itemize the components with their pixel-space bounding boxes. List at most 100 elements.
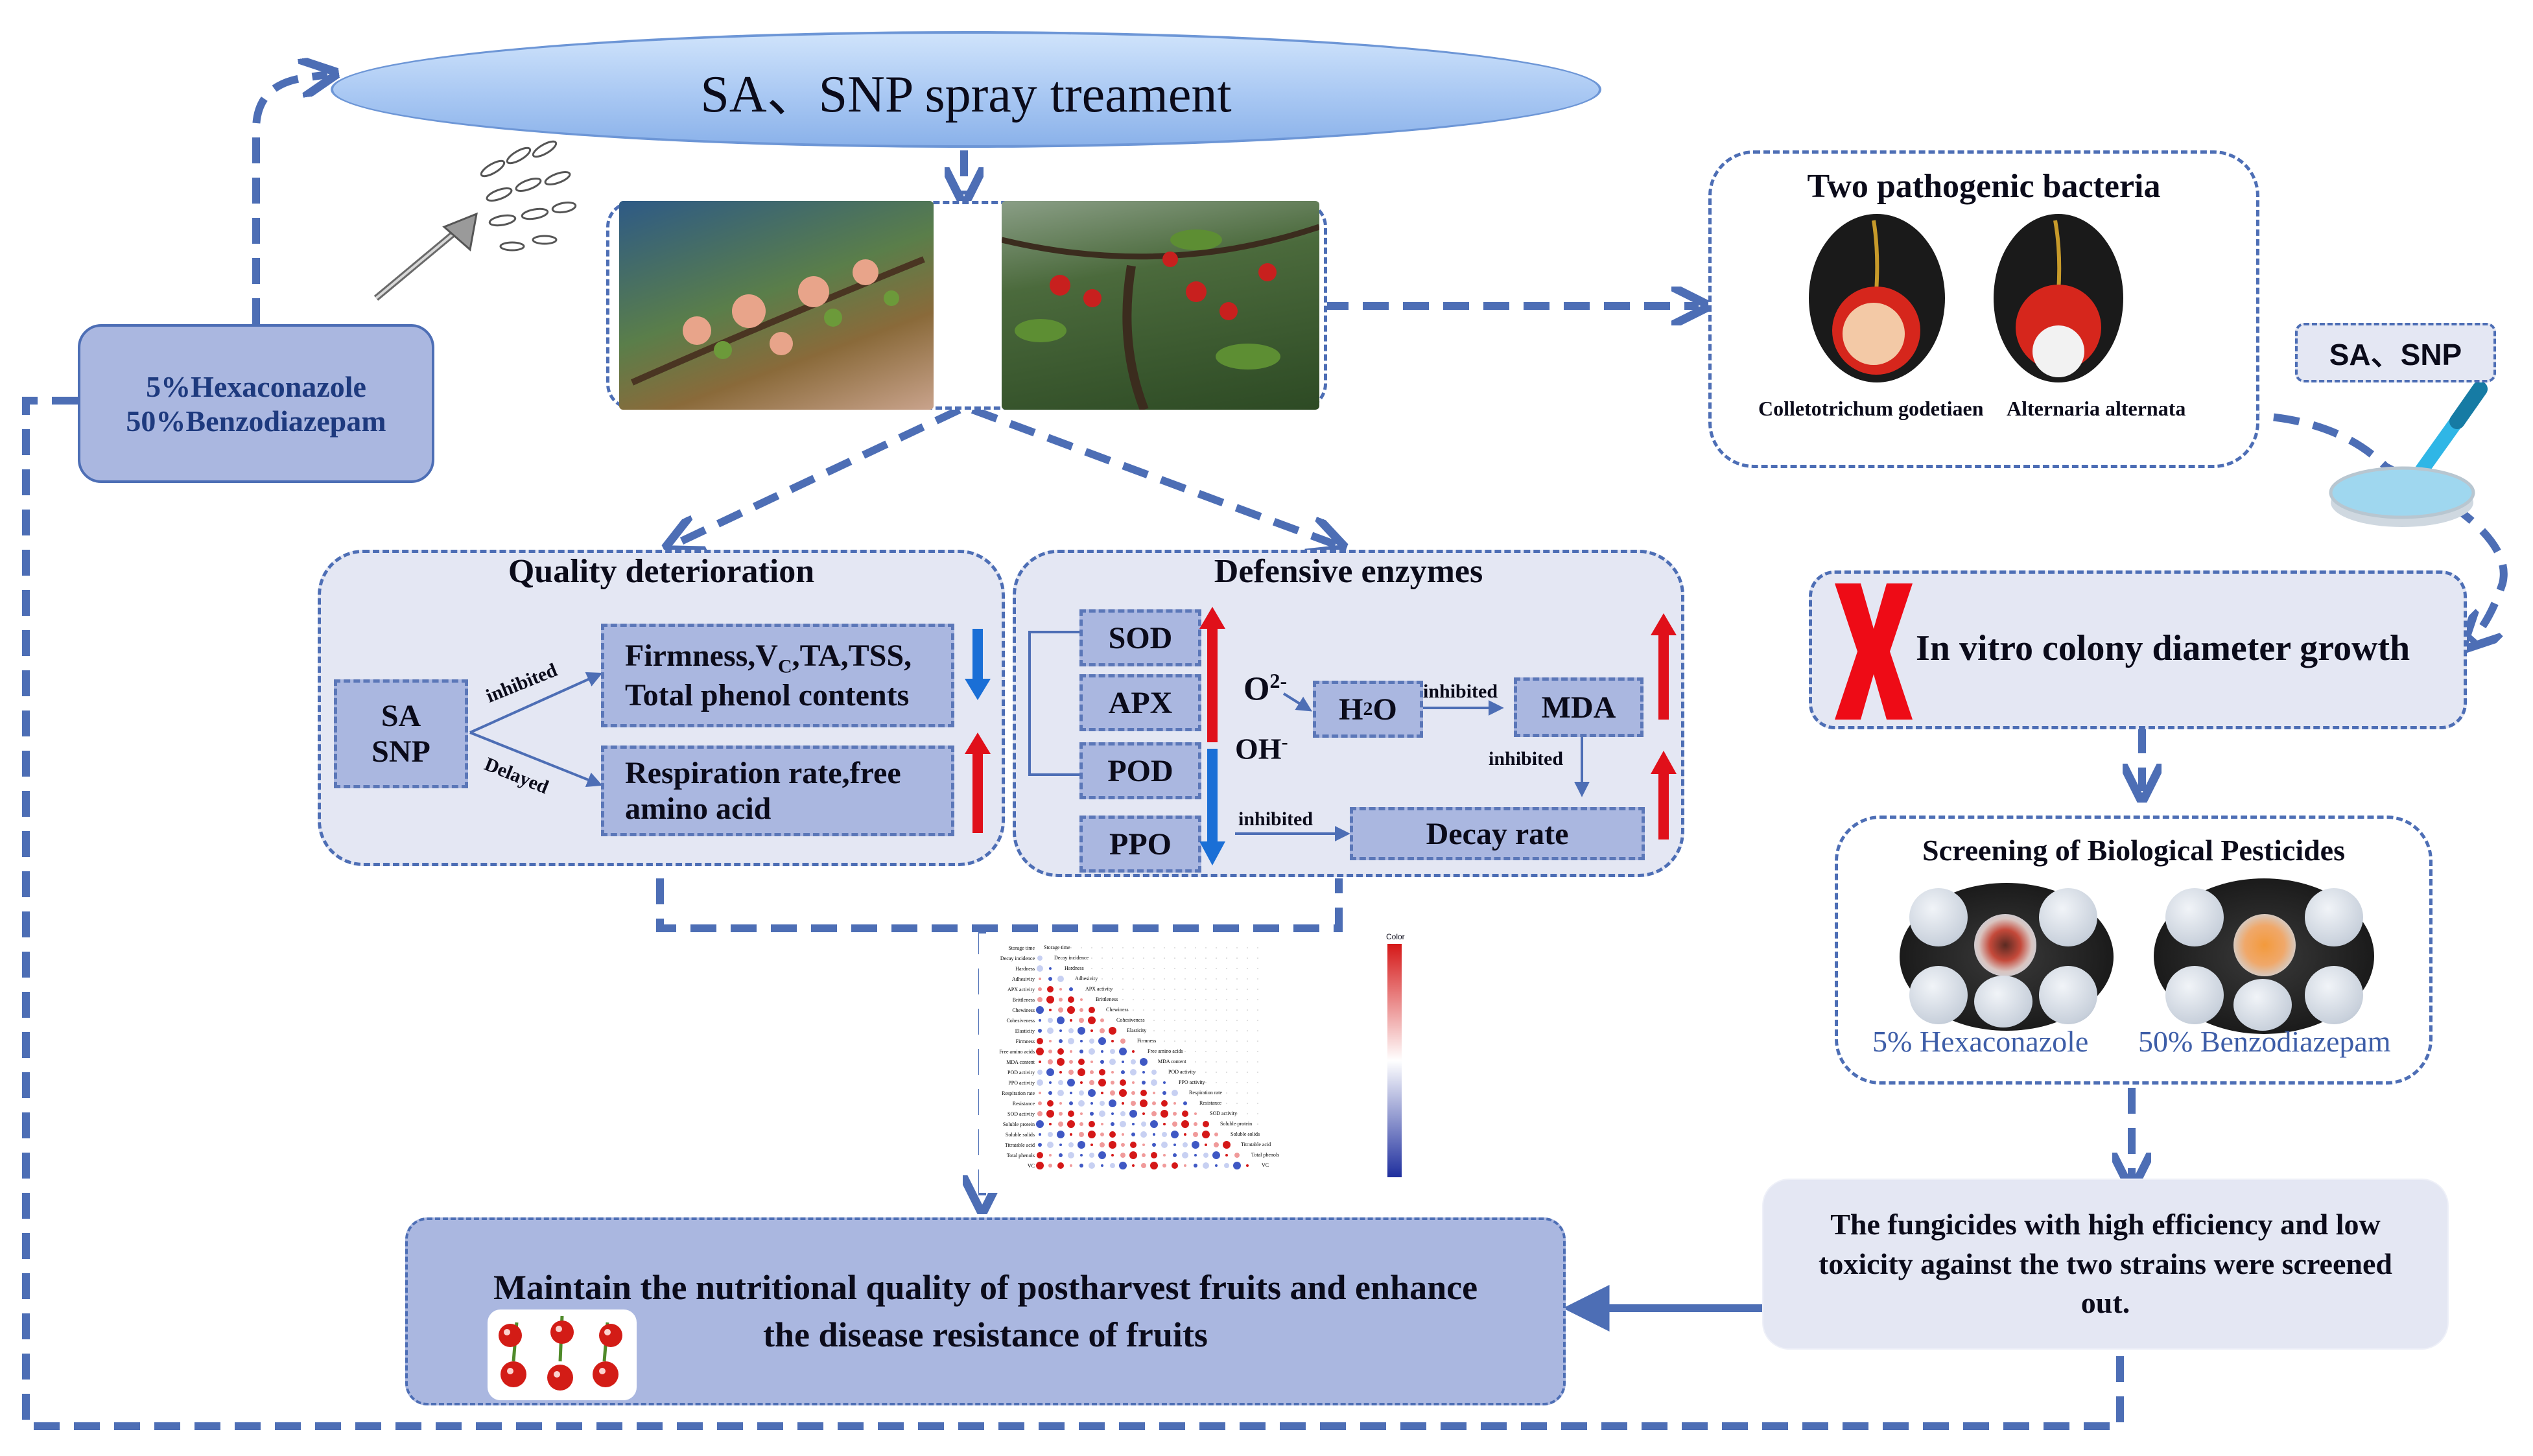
heatmap-dot: [1059, 1144, 1062, 1146]
heatmap-dot: [1151, 1070, 1157, 1075]
heatmap-grid-dot: [1081, 957, 1082, 959]
oh-sup: -: [1281, 731, 1288, 753]
heatmap-dot: [1099, 1069, 1105, 1075]
heatmap-dot: [1037, 1111, 1043, 1116]
heatmap-grid-dot: [1143, 989, 1144, 990]
heatmap-dot: [1173, 1144, 1176, 1146]
heatmap-grid-dot: [1153, 1009, 1155, 1011]
up-arrow-icon: [1651, 613, 1677, 720]
enzyme-apx: APX: [1079, 674, 1201, 731]
heatmap-grid-dot: [1195, 1009, 1196, 1011]
heatmap-dot: [1057, 1016, 1065, 1024]
heatmap-dot: [1070, 1092, 1072, 1094]
heatmap-dot: [1233, 1162, 1241, 1169]
heatmap-grid-dot: [1133, 1020, 1134, 1021]
benzodiazepam-plate: [2165, 888, 2224, 946]
benzodiazepam-plate: [2165, 966, 2224, 1024]
firmness-text-b: ,TA,TSS,: [792, 638, 912, 673]
heatmap-dot: [1046, 996, 1054, 1004]
heatmap-diagonal-label: Firmness: [1137, 1038, 1156, 1044]
quality-trend-arrows: [965, 629, 991, 833]
up-arrow-icon: [1199, 607, 1225, 742]
heatmap-row-label: MDA content: [1006, 1059, 1035, 1065]
heatmap-grid-dot: [1174, 1009, 1175, 1011]
firmness-line2: Total phenol contents: [625, 678, 910, 713]
heatmap-grid-dot: [1257, 1020, 1258, 1021]
oh-text: OH: [1235, 732, 1282, 766]
heatmap-grid-dot: [1257, 1030, 1258, 1031]
heatmap-grid-dot: [1247, 1009, 1248, 1011]
heatmap-dot: [1122, 1133, 1124, 1136]
heatmap-dot: [1110, 1163, 1115, 1168]
heatmap-grid-dot: [1143, 1020, 1144, 1021]
heatmap-grid-dot: [1153, 1051, 1155, 1052]
heatmap-grid-dot: [1070, 947, 1072, 948]
heatmap-grid-dot: [1257, 1113, 1258, 1114]
heatmap-grid-dot: [1226, 1061, 1227, 1063]
heatmap-dot: [1059, 998, 1063, 1002]
heatmap-dot: [1150, 1162, 1158, 1169]
cherry-tree-photo: [1002, 201, 1319, 410]
heatmap-grid-dot: [1195, 1030, 1196, 1031]
heatmap-grid-dot: [1247, 957, 1248, 959]
heatmap-dot: [1038, 1143, 1042, 1147]
heatmap-dot: [1140, 1058, 1148, 1066]
heatmap-grid-dot: [1226, 1113, 1227, 1114]
heatmap-dot: [1131, 1101, 1136, 1106]
decay-rate-box: Decay rate: [1350, 807, 1645, 860]
sa-snp-tag: SA、SNP: [2295, 323, 2496, 382]
heatmap-dot: [1049, 1040, 1052, 1042]
heatmap-grid-dot: [1226, 978, 1227, 980]
heatmap-grid-dot: [1174, 1072, 1175, 1073]
heatmap-grid-dot: [1257, 1092, 1258, 1094]
heatmap-grid-dot: [1226, 1103, 1227, 1104]
heatmap-grid-dot: [1247, 1020, 1248, 1021]
heatmap-dot: [1048, 1050, 1052, 1053]
heatmap-dot: [1111, 1122, 1114, 1126]
heatmap-grid-dot: [1195, 999, 1196, 1000]
heatmap-dot: [1100, 1101, 1105, 1106]
heatmap-dot: [1130, 1069, 1137, 1075]
o2-text: O: [1243, 670, 1270, 708]
heatmap-grid-dot: [1081, 978, 1082, 980]
colletotrichum-label: Colletotrichum godetiaen: [1758, 397, 1984, 420]
heatmap-grid-dot: [1184, 1009, 1186, 1011]
heatmap-diagonal-label: Cohesiveness: [1116, 1017, 1145, 1023]
heatmap-row-label: Hardness: [1015, 966, 1035, 972]
heatmap-dot: [1120, 1111, 1125, 1116]
heatmap-grid-dot: [1257, 1155, 1258, 1156]
heatmap-grid-dot: [1184, 1061, 1186, 1063]
heatmap-grid-dot: [1153, 989, 1155, 990]
heatmap-dot: [1163, 1123, 1166, 1125]
heatmap-grid-dot: [1216, 1092, 1217, 1094]
fungicide-result-text: The fungicides with high efficiency and …: [1819, 1207, 2392, 1320]
heatmap-diagonal-label: Titratable acid: [1241, 1142, 1271, 1147]
heatmap-dot: [1078, 1100, 1085, 1107]
heatmap-grid-dot: [1247, 1103, 1248, 1104]
heatmap-dot: [1120, 1079, 1126, 1086]
heatmap-grid-dot: [1143, 1009, 1144, 1011]
heatmap-dot: [1101, 1164, 1103, 1167]
heatmap-grid-dot: [1236, 957, 1238, 959]
heatmap-grid-dot: [1226, 1123, 1227, 1125]
heatmap-dot: [1090, 1061, 1093, 1063]
heatmap-grid-dot: [1153, 1040, 1155, 1042]
heatmap-grid-dot: [1216, 1061, 1217, 1063]
down-arrow-icon: [1199, 749, 1225, 865]
heatmap-dot: [1049, 1154, 1052, 1157]
heatmap-grid-dot: [1247, 1082, 1248, 1083]
heatmap-grid-dot: [1184, 1072, 1186, 1073]
heatmap-grid-dot: [1247, 1072, 1248, 1073]
heatmap-dot: [1089, 1048, 1095, 1055]
heatmap-grid-dot: [1226, 1020, 1227, 1021]
heatmap-dot: [1161, 1142, 1168, 1148]
heatmap-grid-dot: [1247, 947, 1248, 948]
heatmap-grid-dot: [1257, 978, 1258, 980]
heatmap-grid-dot: [1195, 1020, 1196, 1021]
heatmap-dot: [1047, 1142, 1054, 1148]
agent-arrows: [469, 672, 603, 788]
heatmap-grid-dot: [1226, 989, 1227, 990]
heatmap-dot: [1119, 1048, 1127, 1055]
heatmap-grid-dot: [1247, 1113, 1248, 1114]
heatmap-row-label: Elasticity: [1015, 1028, 1035, 1034]
